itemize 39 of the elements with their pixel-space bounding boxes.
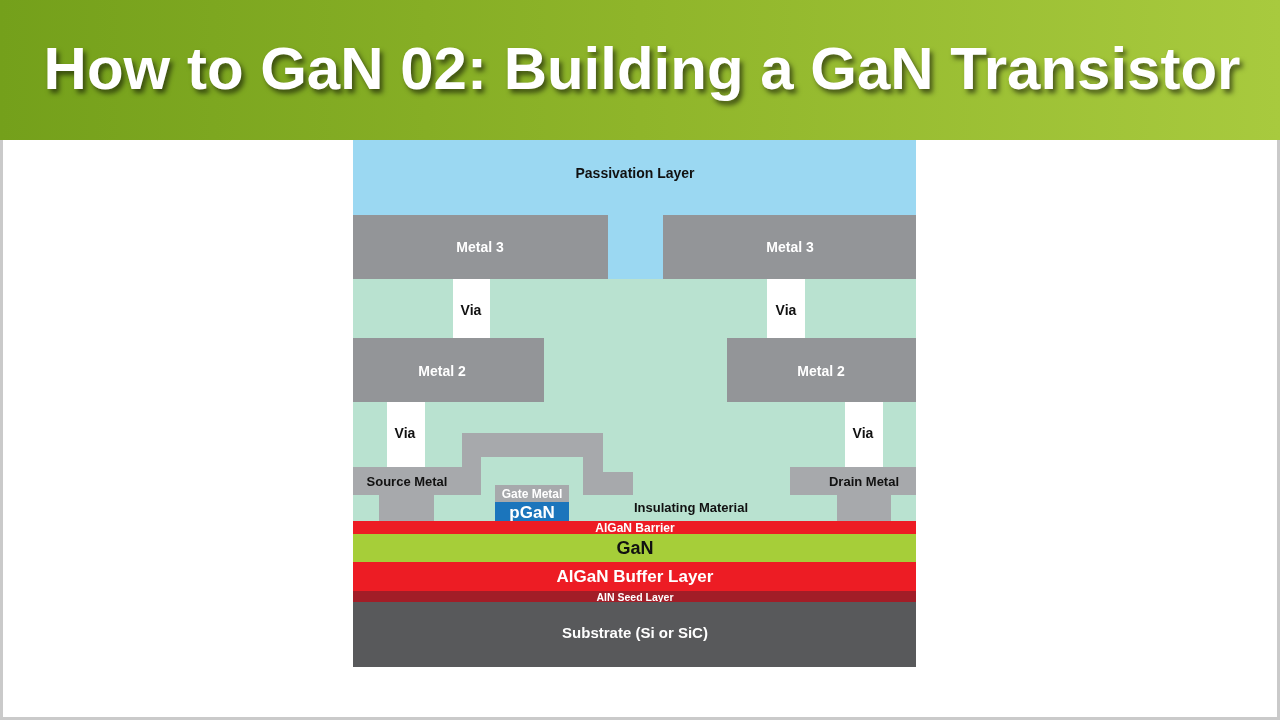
source-contact — [353, 467, 462, 521]
barrier-layer — [353, 521, 916, 534]
layer-label: AlGaN Buffer Layer — [556, 567, 714, 587]
layer-label: Metal 3 — [766, 238, 814, 256]
layer-label: Via — [394, 424, 416, 442]
title: How to GaN 02: Building a GaN Transistor — [43, 33, 1241, 103]
metal-layer — [663, 215, 916, 279]
buffer-layer — [353, 562, 916, 591]
layer-label: Drain Metal — [828, 474, 900, 490]
layer-label: Substrate (Si or SiC) — [562, 624, 708, 642]
seed-layer — [353, 591, 916, 602]
gan-layer — [353, 534, 916, 562]
pgan-layer — [495, 502, 569, 521]
layer-label: Metal 2 — [418, 362, 466, 380]
layer-label: GaN — [616, 537, 654, 559]
metal-layer — [353, 215, 608, 279]
via-plug — [845, 402, 883, 467]
layer-label: Source Metal — [366, 474, 448, 490]
gate-metal — [495, 485, 569, 502]
insulating-layer — [353, 279, 916, 521]
substrate-layer — [353, 602, 916, 667]
layer-label: Insulating Material — [633, 500, 749, 516]
layer-label: Via — [460, 301, 482, 319]
layer-label: pGaN — [509, 502, 555, 521]
layer-label: AlGaN Barrier — [595, 521, 675, 534]
via-plug — [767, 279, 805, 338]
layer-label: Gate Metal — [501, 486, 563, 501]
via-plug — [453, 279, 490, 338]
layer-label: Via — [775, 301, 797, 319]
via-plug — [387, 402, 425, 467]
metal-layer — [727, 338, 916, 402]
layer-label: Metal 3 — [456, 238, 504, 256]
layer-label: Via — [852, 424, 874, 442]
layer-label: Metal 2 — [797, 362, 845, 380]
layer-label: Passivation Layer — [575, 164, 695, 182]
layer-label: AlN Seed Layer — [596, 591, 674, 602]
metal-layer — [353, 338, 544, 402]
drain-contact — [790, 467, 916, 521]
passivation-layer — [353, 140, 916, 279]
